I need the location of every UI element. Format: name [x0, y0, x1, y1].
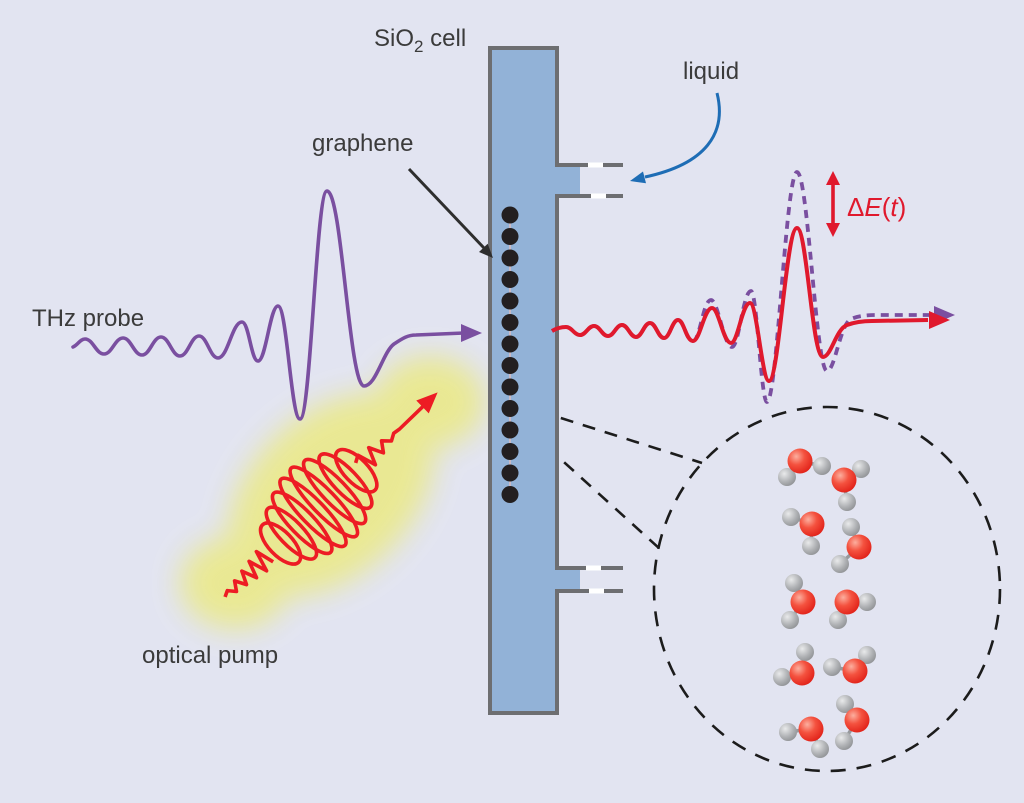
water-molecule: [778, 448, 831, 486]
oxygen-atom: [790, 589, 816, 615]
sio2-cell: [488, 46, 623, 715]
graphene-dot: [501, 443, 519, 460]
label-thz-probe: THz probe: [32, 305, 144, 332]
signal-arrowhead: [929, 311, 950, 329]
hydrogen-atom: [858, 646, 876, 664]
graphene-dot: [501, 228, 519, 245]
hydrogen-atom: [852, 460, 870, 478]
thz-probe-wave: [71, 189, 482, 421]
oxygen-atom: [789, 660, 815, 686]
water-molecule: [829, 589, 876, 629]
label-liquid: liquid: [683, 58, 739, 85]
graphene-dots: [501, 206, 519, 503]
hydrogen-atom: [781, 611, 799, 629]
hydrogen-atom: [811, 740, 829, 758]
transmitted-wave-red: [550, 225, 950, 384]
oxygen-atom: [834, 589, 860, 615]
hydrogen-atom: [779, 723, 797, 741]
graphene-dot: [501, 357, 519, 374]
graphene-dot: [501, 400, 519, 417]
liquid-arrow: [630, 92, 721, 184]
optical-pump-pulse: [223, 392, 438, 598]
graphene-dot: [501, 206, 519, 224]
graphene-arrow: [407, 167, 493, 258]
label-optical-pump: optical pump: [142, 642, 278, 669]
hydrogen-atom: [778, 468, 796, 486]
hydrogen-atom: [773, 668, 791, 686]
cell-body: [488, 46, 559, 715]
magnifier-circle: [652, 405, 1002, 773]
oxygen-atom: [798, 716, 824, 742]
oxygen-atom: [831, 467, 857, 493]
graphene-dot: [501, 335, 519, 353]
probe-arrowhead: [461, 324, 482, 342]
hydrogen-atom: [785, 574, 803, 592]
graphene-dot: [501, 486, 519, 503]
cell-bottom-port: [553, 565, 623, 594]
delta-e-arrow: [826, 171, 840, 237]
water-molecule: [835, 695, 870, 750]
label-graphene: graphene: [312, 130, 413, 157]
label-sio2-cell: SiO2 cell: [374, 25, 466, 56]
water-molecule: [773, 643, 815, 686]
hydrogen-atom: [782, 508, 800, 526]
graphene-dot: [501, 292, 519, 310]
pump-arrowhead: [416, 392, 438, 414]
hydrogen-atom: [831, 555, 849, 573]
oxygen-atom: [844, 707, 870, 733]
water-molecule: [831, 518, 872, 573]
graphene-dot: [501, 314, 519, 331]
hydrogen-atom: [829, 611, 847, 629]
water-molecules: [773, 448, 876, 758]
hydrogen-atom: [796, 643, 814, 661]
graphene-dot: [501, 378, 519, 396]
hydrogen-atom: [836, 695, 854, 713]
label-delta-e: ΔE(t): [847, 192, 906, 222]
oxygen-atom: [846, 534, 872, 560]
oxygen-atom: [842, 658, 868, 684]
hydrogen-atom: [813, 457, 831, 475]
graphene-dot: [501, 271, 519, 288]
water-molecule: [779, 716, 829, 758]
oxygen-atom: [787, 448, 813, 474]
graphene-dot: [501, 421, 519, 439]
cell-top-port: [553, 162, 623, 199]
graphene-dot: [501, 464, 519, 482]
graphene-dot: [501, 249, 519, 267]
water-molecule: [831, 460, 870, 511]
hydrogen-atom: [835, 732, 853, 750]
water-molecule: [781, 574, 816, 629]
hydrogen-atom: [858, 593, 876, 611]
hydrogen-atom: [823, 658, 841, 676]
hydrogen-atom: [838, 493, 856, 511]
water-molecule: [782, 508, 825, 555]
hydrogen-atom: [802, 537, 820, 555]
hydrogen-atom: [842, 518, 860, 536]
water-molecule: [823, 646, 876, 684]
oxygen-atom: [799, 511, 825, 537]
